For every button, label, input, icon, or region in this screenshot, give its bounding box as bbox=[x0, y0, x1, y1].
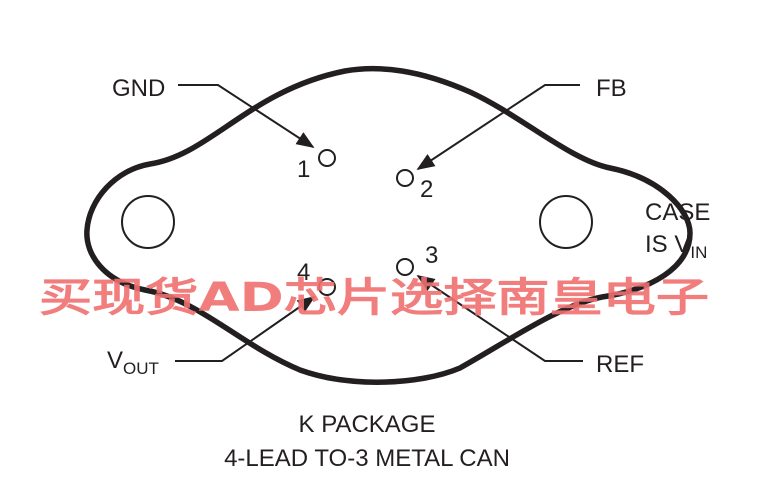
watermark-text: 买现货AD芯片选择南皇电子 bbox=[39, 275, 709, 321]
can-outline bbox=[84, 65, 693, 385]
fb-label: FB bbox=[596, 75, 627, 102]
case-note-line2-subscript: IN bbox=[690, 243, 707, 262]
vout-label-main: V bbox=[107, 347, 123, 374]
pin-2-circle bbox=[396, 169, 414, 187]
vout-leader-arrow bbox=[175, 295, 316, 362]
vout-label: VOUT bbox=[107, 347, 159, 378]
mounting-hole-right bbox=[539, 195, 593, 249]
case-note-line2: IS VIN bbox=[645, 231, 707, 262]
pin-3-circle bbox=[396, 258, 414, 276]
pin-3-number: 3 bbox=[425, 242, 438, 269]
gnd-leader-arrow bbox=[178, 84, 315, 148]
pin-1-number: 1 bbox=[297, 156, 310, 183]
fb-leader-arrow bbox=[416, 84, 580, 170]
pin-4-number: 4 bbox=[297, 259, 310, 286]
ref-leader-arrow bbox=[416, 274, 583, 362]
ref-label: REF bbox=[596, 351, 644, 378]
pin-2-number: 2 bbox=[420, 176, 433, 203]
package-caption-line1: K PACKAGE bbox=[299, 411, 436, 438]
package-caption-line2: 4-LEAD TO-3 METAL CAN bbox=[224, 445, 510, 472]
gnd-label: GND bbox=[112, 75, 165, 102]
pin-4-circle bbox=[318, 278, 336, 296]
case-note-line1: CASE bbox=[645, 199, 710, 226]
mounting-hole-left bbox=[121, 195, 175, 249]
pin-1-circle bbox=[318, 149, 336, 167]
case-note-line2-main: IS V bbox=[645, 231, 690, 258]
vout-label-subscript: OUT bbox=[123, 359, 159, 378]
